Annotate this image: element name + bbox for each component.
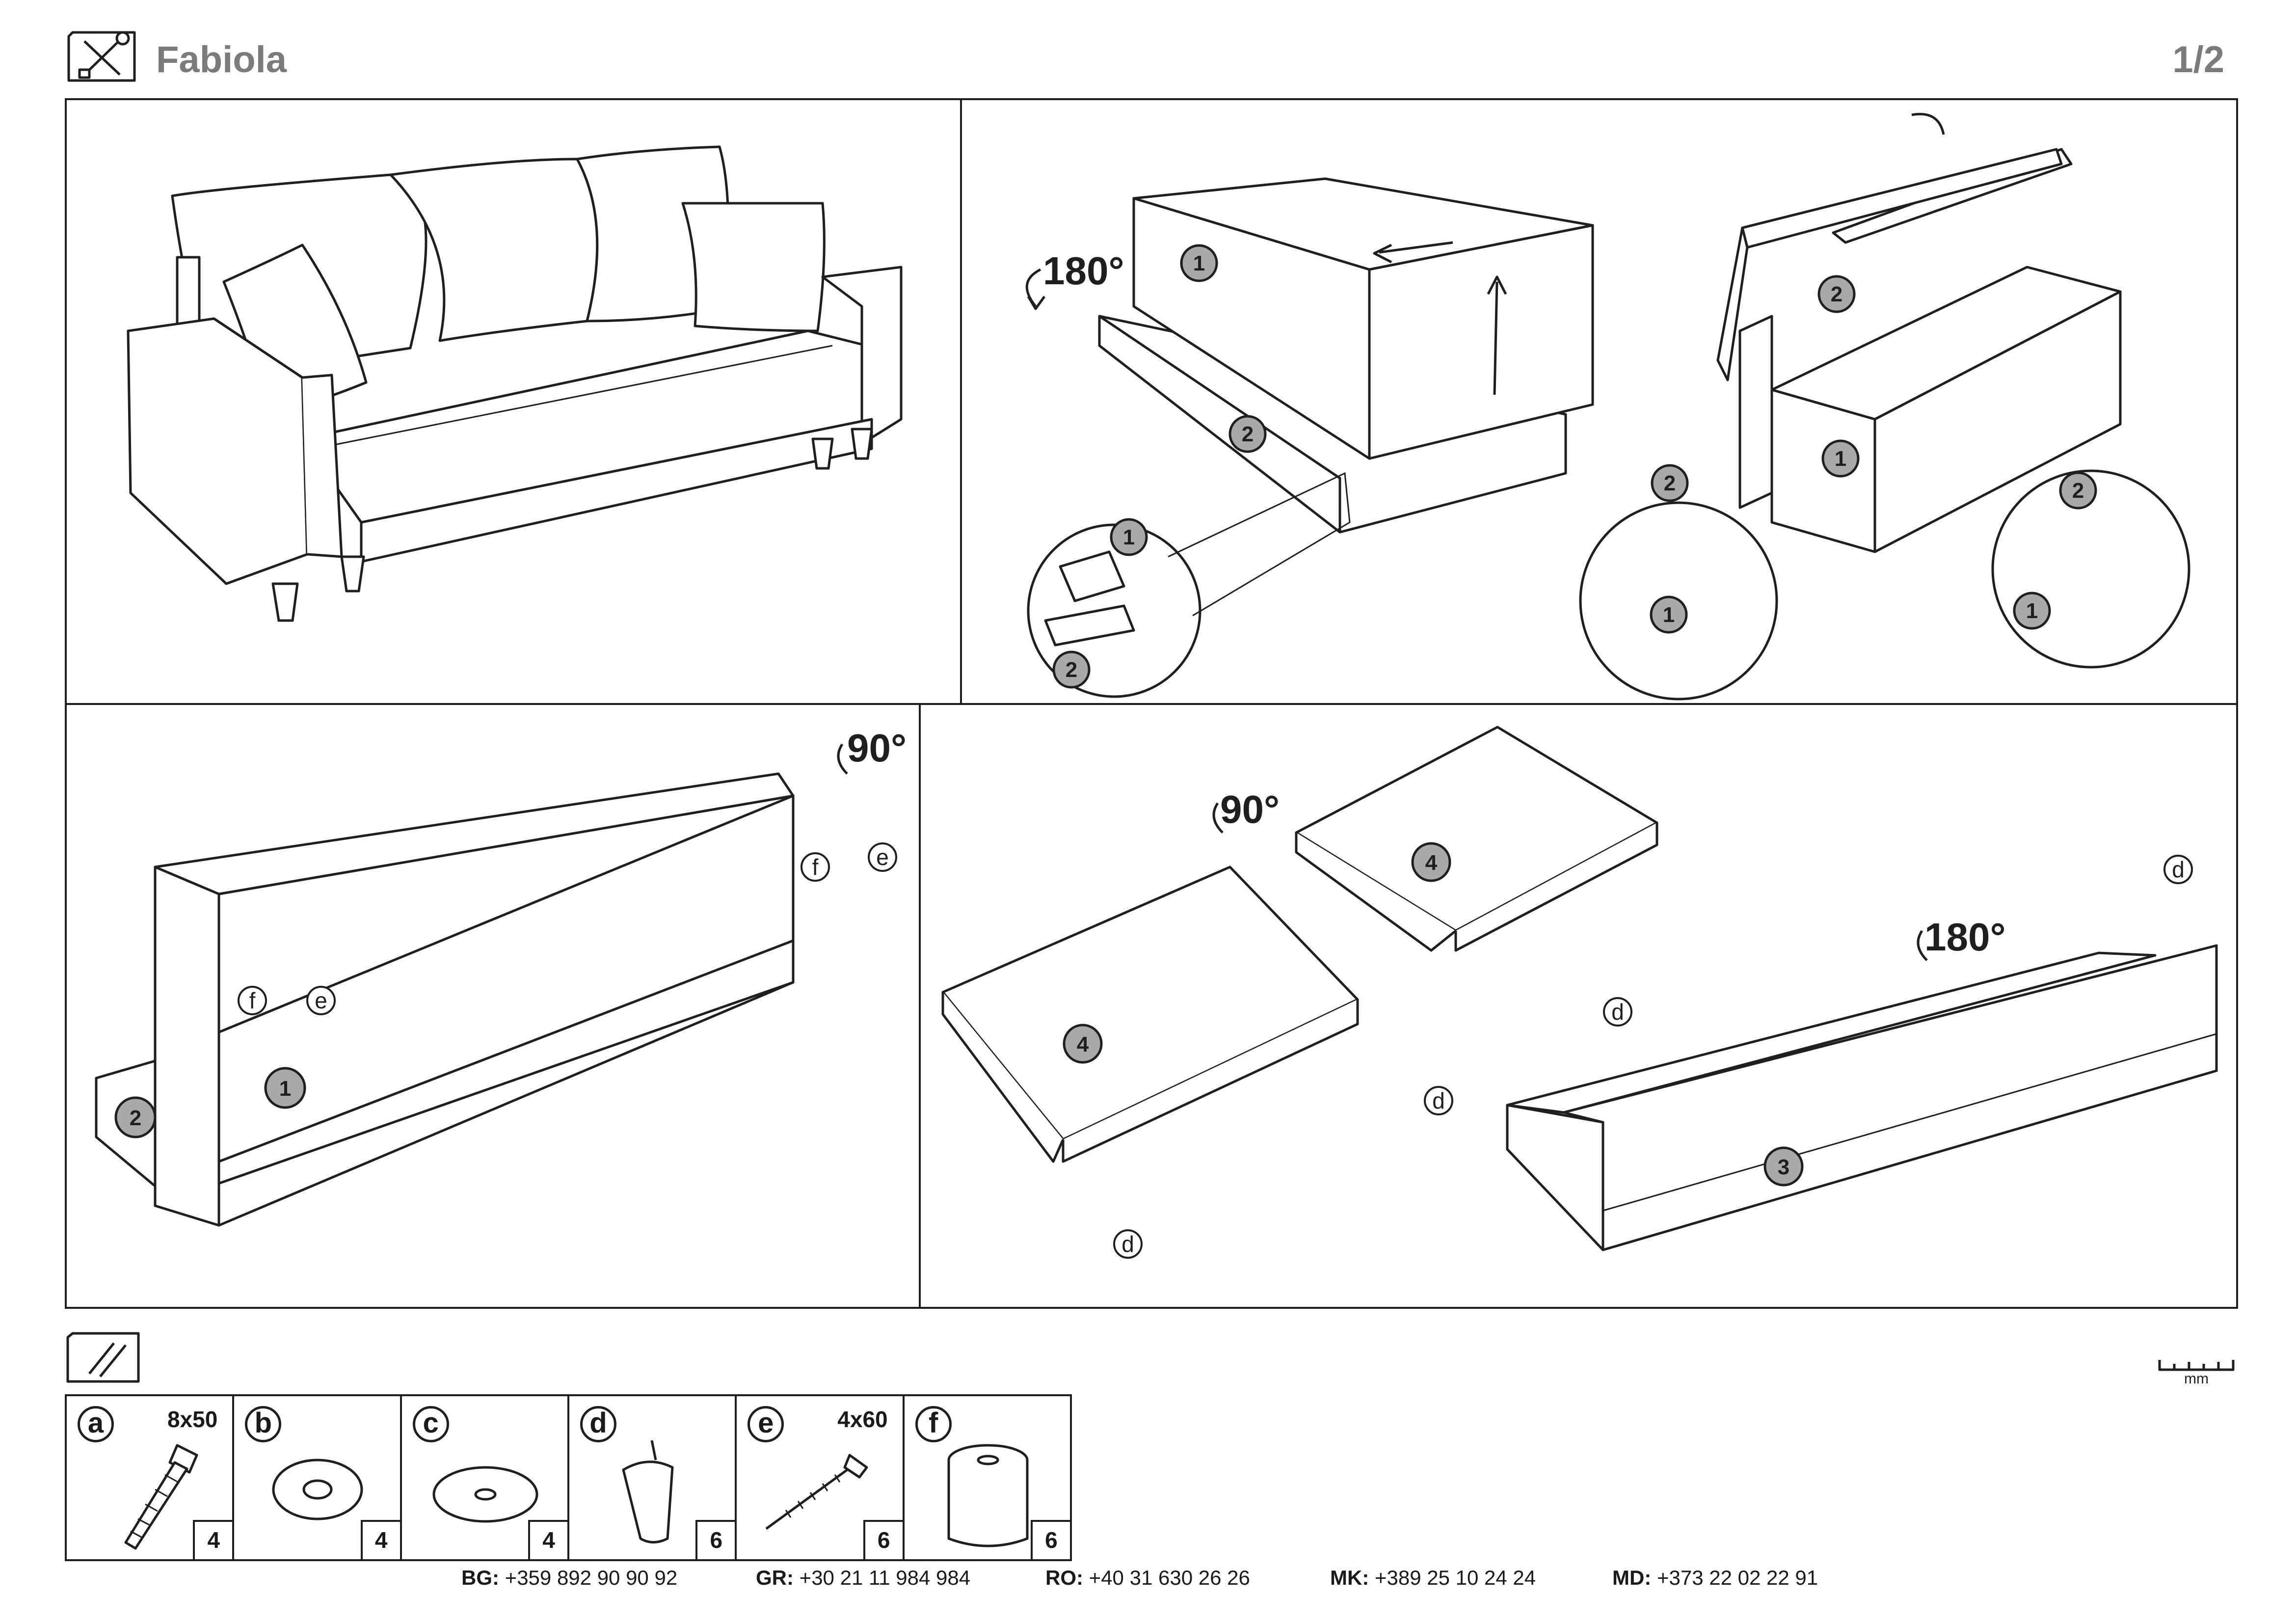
hinge-detail-left-1-badge: 1 bbox=[1650, 595, 1688, 634]
hardware-letter: d bbox=[580, 1406, 616, 1442]
contact-phones: BG: +359 892 90 90 92 GR: +30 21 11 984 … bbox=[461, 1566, 1934, 1600]
conical-leg-d-label-3: d bbox=[1113, 1229, 1143, 1259]
hardware-item-b: b 4 bbox=[234, 1396, 402, 1559]
hardware-quantity: 4 bbox=[360, 1520, 400, 1559]
washer-icon bbox=[272, 1459, 363, 1520]
part-2-badge: 2 bbox=[1228, 415, 1267, 453]
left-panel-4-badge: 4 bbox=[1063, 1024, 1103, 1064]
cylindrical-leg-icon bbox=[947, 1444, 1029, 1547]
contact-mk: MK: +389 25 10 24 24 bbox=[1330, 1566, 1536, 1589]
svg-text:1: 1 bbox=[1193, 251, 1205, 275]
side-panels-illustration: 90° 180° 4 4 3 d bbox=[941, 726, 2218, 1259]
hinge-detail-right-1-badge: 1 bbox=[2013, 592, 2051, 630]
conical-leg-d-label-4: d bbox=[2163, 855, 2193, 884]
hardware-letter: f bbox=[915, 1406, 952, 1442]
svg-text:e: e bbox=[876, 844, 889, 870]
svg-text:2: 2 bbox=[1242, 422, 1254, 446]
svg-text:1: 1 bbox=[1663, 603, 1675, 627]
box-part-1-badge: 1 bbox=[1821, 439, 1860, 478]
sofa-illustration bbox=[127, 145, 903, 622]
svg-text:d: d bbox=[1121, 1231, 1134, 1257]
hardware-item-d: d 6 bbox=[569, 1396, 737, 1559]
hardware-table: a 8x50 4 b 4 c 4 d 6 e 4x60 bbox=[65, 1394, 1072, 1561]
conical-leg-d-label-2: d bbox=[1424, 1086, 1453, 1115]
step-open-storage-panel: 180° 1 2 1 2 bbox=[960, 98, 2238, 705]
rotation-angle-label: 180° bbox=[1043, 249, 1124, 293]
conical-leg-d-label: d bbox=[1603, 997, 1632, 1027]
backrest-3-badge: 3 bbox=[1763, 1146, 1804, 1187]
part-1-badge: 1 bbox=[1180, 244, 1218, 282]
svg-text:e: e bbox=[315, 988, 327, 1013]
svg-text:2: 2 bbox=[2072, 479, 2084, 503]
screw-e-label-2: e bbox=[868, 842, 897, 872]
body-part-1-badge: 1 bbox=[264, 1067, 306, 1109]
hardware-quantity: 4 bbox=[528, 1520, 567, 1559]
svg-text:2: 2 bbox=[1066, 658, 1077, 682]
svg-text:4: 4 bbox=[1425, 851, 1438, 875]
base-legs-illustration: 90° 1 2 f e f e bbox=[95, 726, 907, 1227]
hardware-letter: a bbox=[78, 1406, 114, 1442]
svg-text:d: d bbox=[1432, 1088, 1445, 1113]
step-attach-conical-legs-panel: 90° 180° 4 4 3 d bbox=[919, 703, 2238, 1309]
svg-text:1: 1 bbox=[1123, 525, 1135, 549]
screw-icon bbox=[765, 1454, 868, 1530]
hardware-quantity: 6 bbox=[863, 1520, 903, 1559]
center-panel-4-badge: 4 bbox=[1411, 842, 1451, 882]
rotation-angle-label: 90° bbox=[1220, 787, 1280, 831]
hardware-item-e: e 4x60 6 bbox=[737, 1396, 905, 1559]
base-part-2-badge: 2 bbox=[114, 1096, 157, 1138]
leg-f-label-2: f bbox=[801, 852, 830, 882]
rotation-angle-label: 90° bbox=[847, 726, 907, 770]
hardware-quantity: 6 bbox=[1030, 1520, 1070, 1559]
svg-text:d: d bbox=[2172, 857, 2185, 882]
step-attach-legs-panel: 90° 1 2 f e f e bbox=[65, 703, 921, 1309]
svg-text:1: 1 bbox=[2026, 599, 2038, 623]
hardware-quantity: 6 bbox=[695, 1520, 735, 1559]
ruler-unit: mm bbox=[2184, 1371, 2209, 1384]
hardware-letter: e bbox=[748, 1406, 784, 1442]
tools-icon bbox=[65, 29, 138, 83]
leg-f-label: f bbox=[238, 986, 267, 1015]
hardware-letter: c bbox=[412, 1406, 449, 1442]
svg-text:4: 4 bbox=[1077, 1032, 1089, 1056]
hardware-item-c: c 4 bbox=[402, 1396, 569, 1559]
rotation-angle-label-2: 180° bbox=[1924, 915, 2005, 959]
storage-box-illustration: 180° 1 2 1 2 bbox=[1025, 112, 2190, 701]
sofa-overview-panel bbox=[65, 98, 962, 705]
hardware-letter: b bbox=[245, 1406, 282, 1442]
detail-part-2-badge: 2 bbox=[1052, 650, 1091, 689]
large-washer-icon bbox=[432, 1466, 538, 1523]
hinge-detail-left-2-badge: 2 bbox=[1651, 464, 1689, 502]
page-number: 1/2 bbox=[2172, 39, 2224, 81]
conical-leg-icon bbox=[622, 1440, 674, 1543]
lid-part-2-badge: 2 bbox=[1817, 275, 1856, 313]
svg-text:3: 3 bbox=[1778, 1155, 1789, 1179]
contact-bg: BG: +359 892 90 90 92 bbox=[461, 1566, 678, 1589]
hardware-quantity: 4 bbox=[193, 1520, 233, 1559]
hardware-item-a: a 8x50 4 bbox=[67, 1396, 235, 1559]
svg-text:1: 1 bbox=[279, 1077, 291, 1101]
svg-text:f: f bbox=[249, 988, 256, 1013]
svg-text:f: f bbox=[812, 854, 819, 880]
hardware-size: 8x50 bbox=[167, 1407, 218, 1432]
bolt-icon bbox=[124, 1444, 198, 1550]
contact-gr: GR: +30 21 11 984 984 bbox=[756, 1566, 971, 1589]
hardware-icon bbox=[65, 1330, 143, 1384]
detail-part-1-badge: 1 bbox=[1110, 518, 1148, 556]
svg-text:2: 2 bbox=[1831, 282, 1842, 306]
svg-text:1: 1 bbox=[1835, 447, 1846, 471]
contact-ro: RO: +40 31 630 26 26 bbox=[1045, 1566, 1250, 1589]
page-title: Fabiola bbox=[156, 39, 287, 81]
hardware-item-f: f 6 bbox=[905, 1396, 1070, 1559]
hinge-detail-right-2-badge: 2 bbox=[2059, 471, 2097, 510]
ruler-icon: mm bbox=[2155, 1340, 2238, 1387]
svg-text:d: d bbox=[1611, 999, 1624, 1025]
hardware-size: 4x60 bbox=[837, 1407, 888, 1432]
contact-md: MD: +373 22 02 22 91 bbox=[1612, 1566, 1818, 1589]
svg-text:2: 2 bbox=[1664, 471, 1676, 495]
screw-e-label: e bbox=[306, 986, 336, 1015]
svg-text:2: 2 bbox=[130, 1106, 141, 1130]
